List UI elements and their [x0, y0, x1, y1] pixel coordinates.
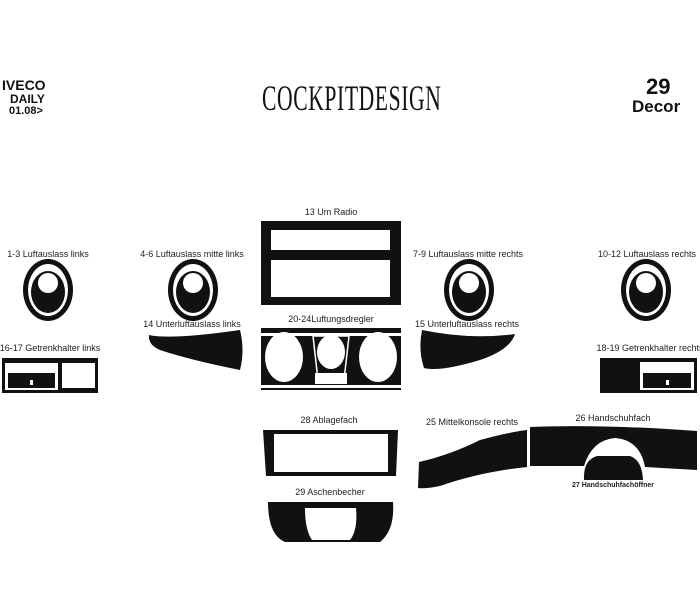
center-console-right-part: [418, 430, 527, 489]
label-7-9: 7-9 Luftauslass mitte rechts: [412, 249, 524, 259]
label-10-12: 10-12 Luftauslass rechts: [597, 249, 697, 259]
label-28: 28 Ablagefach: [300, 415, 358, 425]
ashtray-part: [268, 502, 394, 542]
vent-right-part: [621, 259, 671, 321]
vehicle-model: DAILY: [10, 92, 45, 106]
label-20-24: 20-24Luftungsdregler: [288, 314, 374, 324]
label-1-3: 1-3 Luftauslass links: [7, 249, 89, 259]
vent-mid-left-part: [168, 259, 218, 321]
label-27: 27 Handschuhfachöffner: [571, 482, 655, 489]
lower-vent-right-part: [420, 330, 515, 369]
label-18-19: 18-19 Getrenkhalter rechts: [596, 343, 700, 353]
storage-tray-part: [263, 430, 398, 476]
label-4-6: 4-6 Luftauslass mitte links: [140, 249, 244, 259]
vehicle-date: 01.08>: [9, 105, 43, 117]
label-16-17: 16-17 Getrenkhalter links: [0, 343, 101, 353]
vent-mid-right-part: [444, 259, 494, 321]
vent-left-part: [23, 259, 73, 321]
label-13: 13 Um Radio: [304, 207, 358, 217]
climate-control-cutouts: [265, 332, 397, 384]
glovebox-opener-part: [583, 456, 643, 480]
cupholder-right-slot: [666, 380, 669, 385]
cockpitdesign-logo: COCKPITDESIGN: [262, 78, 442, 118]
label-15: 15 Unterluftauslass rechts: [414, 319, 520, 329]
cupholder-left-part: [2, 358, 98, 393]
vehicle-make: IVECO: [2, 77, 46, 93]
piece-label: Decor: [632, 97, 681, 116]
label-14: 14 Unterluftauslass links: [143, 319, 241, 329]
cupholder-left-slot: [30, 380, 33, 385]
lower-vent-left-part: [148, 330, 243, 370]
cupholder-right-part: [600, 358, 697, 393]
label-29: 29 Aschenbecher: [295, 487, 365, 497]
label-25: 25 Mittelkonsole rechts: [425, 417, 519, 427]
glovebox-part: [530, 426, 697, 470]
climate-control-outline: [312, 335, 350, 381]
label-26: 26 Handschuhfach: [575, 413, 651, 423]
piece-count: 29: [646, 74, 671, 99]
radio-surround-part: [261, 221, 401, 305]
